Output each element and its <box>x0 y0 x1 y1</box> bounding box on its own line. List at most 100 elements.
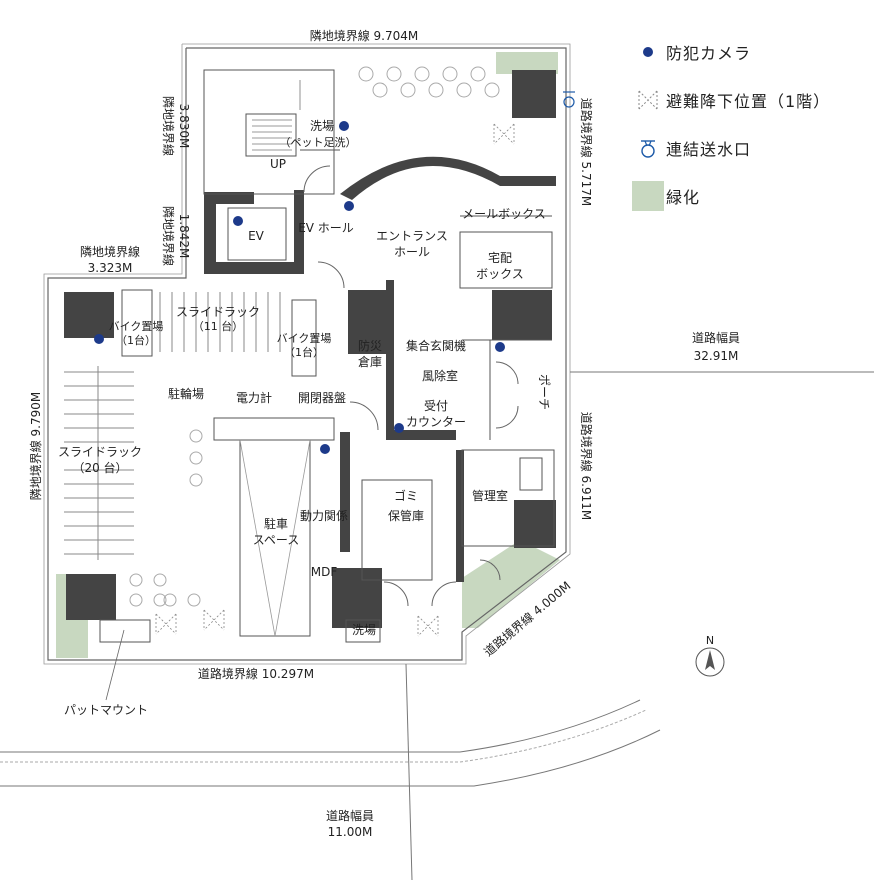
mdf-label: MDF <box>311 565 338 579</box>
slide-rack-20-count: （20 台） <box>72 460 127 475</box>
porch-label: ポーチ <box>537 374 551 410</box>
curved-wall <box>340 156 556 200</box>
north-arrow-icon: N <box>695 634 725 677</box>
boundary-left-upper: 隣地境界線 <box>161 96 176 156</box>
partitions <box>99 69 555 643</box>
greenery-top-right <box>496 52 558 74</box>
svg-text:3.830M: 3.830M <box>177 104 191 149</box>
heavy-walls <box>64 70 556 628</box>
switchboard-label: 開閉器盤 <box>298 391 346 405</box>
room-ev: EV <box>248 229 265 243</box>
boundary-left-step-val: 3.323M <box>88 261 133 275</box>
room-parking-space: スペース <box>253 533 300 547</box>
room-management: 管理室 <box>472 488 508 503</box>
greenery-diagonal <box>462 540 560 628</box>
legend: 防犯カメラ 避難降下位置（1階） 連結送水口 緑化 <box>630 28 870 220</box>
room-bousai-storage: 倉庫 <box>358 354 382 369</box>
camera-dot-icon <box>339 121 349 131</box>
parking-diagonals <box>239 439 311 637</box>
room-wash-pet-sub: （ペット足洗） <box>280 136 357 149</box>
svg-text:道路境界線 5.717M: 道路境界線 5.717M <box>579 98 594 207</box>
bike-space-1-label: バイク置場 <box>109 320 164 333</box>
svg-text:隣地境界線: 隣地境界線 <box>161 206 176 266</box>
road-east-value: 32.91M <box>694 349 739 363</box>
evacuation-hatch-icon <box>638 90 658 110</box>
legend-label: 防犯カメラ <box>666 44 752 63</box>
road-lines <box>0 371 874 880</box>
staircase <box>252 80 301 151</box>
road-south-value: 11.00M <box>328 825 373 839</box>
room-bousai: 防災 <box>358 338 382 353</box>
boundary-left-upper-val: 3.830M <box>177 104 191 149</box>
legend-label: 連結送水口 <box>666 140 752 159</box>
intercom-label: 集合玄関機 <box>406 338 466 353</box>
water-inlet-icon <box>641 140 655 158</box>
room-mailbox: メールボックス <box>462 207 546 221</box>
road-south-label: 道路幅員 <box>326 808 374 823</box>
reception-label: 受付 <box>424 399 448 413</box>
camera-dot-icon <box>344 201 354 211</box>
legend-label: 避難降下位置（1階） <box>666 92 831 111</box>
room-garbage-storage: 保管庫 <box>388 508 424 523</box>
boundary-left-step: 隣地境界線 <box>80 244 140 259</box>
svg-text:隣地境界線: 隣地境界線 <box>161 96 176 156</box>
camera-dot-icon <box>94 334 104 344</box>
bicycles-bottom <box>129 429 203 607</box>
stairs-up-label: UP <box>270 157 286 171</box>
water-inlet-icon <box>563 91 575 108</box>
boundary-top-label: 隣地境界線 9.704M <box>310 28 419 43</box>
camera-dot-icon <box>643 47 653 57</box>
room-ev-hall: EV ホール <box>298 221 354 235</box>
boundary-right-upper: 道路境界線 5.717M <box>579 98 594 207</box>
bike-space-2-label: バイク置場 <box>277 332 332 345</box>
power-equipment-label: 動力関係 <box>300 509 348 523</box>
camera-dot-icon <box>495 342 505 352</box>
room-wash-pet: 洗場 <box>310 119 334 133</box>
room-entrance: エントランス <box>376 229 448 243</box>
north-label: N <box>706 634 714 647</box>
pad-mount-label: パットマウント <box>64 703 148 717</box>
legend-item-water-inlet: 連結送水口 <box>630 124 870 172</box>
road-east-label: 道路幅員 <box>692 330 740 345</box>
security-cameras <box>94 121 505 454</box>
slide-rack-11-label: スライドラック <box>176 305 260 319</box>
camera-dot-icon <box>320 444 330 454</box>
svg-text:1.842M: 1.842M <box>177 214 191 259</box>
boundary-right-lower: 道路境界線 6.911M <box>579 412 594 521</box>
slide-rack-20 <box>64 366 134 560</box>
reception-counter-label: カウンター <box>406 415 466 429</box>
slide-rack-11 <box>159 292 281 352</box>
legend-item-evacuation: 避難降下位置（1階） <box>630 76 870 124</box>
room-delivery-box: ボックス <box>476 267 524 281</box>
legend-item-camera: 防犯カメラ <box>630 28 870 76</box>
greenery-swatch-icon <box>632 181 664 211</box>
legend-label: 緑化 <box>666 188 701 207</box>
svg-text:ポーチ: ポーチ <box>537 374 551 410</box>
camera-dot-icon <box>233 216 243 226</box>
camera-dot-icon <box>394 423 404 433</box>
legend-item-greenery: 緑化 <box>630 172 870 220</box>
boundary-left-lower: 隣地境界線 9.790M <box>28 392 43 501</box>
svg-text:道路境界線 6.911M: 道路境界線 6.911M <box>579 412 594 521</box>
svg-text:隣地境界線 9.790M: 隣地境界線 9.790M <box>28 392 43 501</box>
room-bicycle-parking: 駐輪場 <box>168 386 204 401</box>
boundary-left-mid: 隣地境界線 <box>161 206 176 266</box>
boundary-left-mid-val: 1.842M <box>177 214 191 259</box>
room-delivery: 宅配 <box>488 250 512 265</box>
room-windbreak: 風除室 <box>422 368 458 383</box>
slide-rack-20-label: スライドラック <box>58 445 142 459</box>
room-entrance-hall: ホール <box>394 245 430 259</box>
meter-label: 電力計 <box>236 390 272 405</box>
room-garbage: ゴミ <box>394 488 418 503</box>
boundary-bottom-label: 道路境界線 10.297M <box>198 666 314 681</box>
slide-rack-11-count: （11 台） <box>193 319 244 333</box>
room-parking: 駐車 <box>264 516 288 531</box>
bike-space-1-count: （1台） <box>116 333 156 347</box>
doors <box>303 165 519 607</box>
bike-space-2-count: （1台） <box>284 345 324 359</box>
site-boundary <box>43 43 571 665</box>
pad-mount-leader <box>105 629 125 701</box>
room-wash-2: 洗場 <box>352 623 376 637</box>
bike-rack-top <box>358 66 500 98</box>
